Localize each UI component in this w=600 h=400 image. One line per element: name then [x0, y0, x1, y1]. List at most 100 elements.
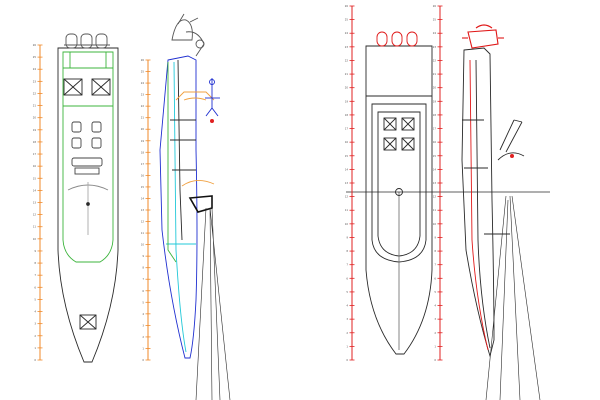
ruler-tick-label: 13 — [33, 201, 37, 205]
ruler-tick-label: 26 — [345, 4, 349, 8]
ruler-tick-label: 22 — [33, 91, 37, 95]
ruler-tick-label: 11 — [433, 208, 437, 212]
ruler-tick-label: 25 — [345, 18, 349, 22]
ruler-tick-label: 19 — [345, 99, 349, 103]
ruler-tick-label: 24 — [141, 81, 145, 85]
ruler-tick-label: 7 — [34, 273, 36, 277]
ruler-tick-label: 24 — [433, 31, 437, 35]
ruler-tick-label: 8 — [346, 249, 348, 253]
radar-arch-icon — [175, 91, 215, 187]
ruler-tick-label: 2 — [434, 331, 436, 335]
ruler-tick-label: 0 — [434, 358, 436, 362]
ruler-tick-label: 0 — [34, 358, 36, 362]
ruler-tick-label: 11 — [345, 208, 349, 212]
ruler-tick-label: 2 — [34, 334, 36, 338]
ruler-tick-label: 13 — [345, 181, 349, 185]
ruler-left-side: 2625242322212019181716151413121110987654… — [141, 58, 151, 362]
ruler-tick-label: 16 — [141, 173, 145, 177]
ruler-tick-label: 26 — [33, 43, 37, 47]
ruler-tick-label: 6 — [142, 289, 144, 293]
ruler-tick-label: 18 — [33, 140, 37, 144]
ruler-tick-label: 14 — [345, 167, 349, 171]
engine-icon — [376, 31, 418, 47]
ruler-right-side: 2625242322212019181716151413121110987654… — [433, 4, 443, 362]
ruler-tick-label: 2 — [142, 335, 144, 339]
ruler-tick-label: 8 — [34, 261, 36, 265]
hull-outline — [365, 45, 433, 355]
ruler-tick-label: 19 — [33, 128, 37, 132]
ruler-left-plan: 2625242322212019181716151413121110987654… — [33, 43, 43, 362]
radar-arch-icon — [497, 119, 525, 161]
ruler-tick-label: 3 — [346, 317, 348, 321]
ruler-tick-label: 20 — [141, 127, 145, 131]
ruler-tick-label: 16 — [345, 140, 349, 144]
ruler-tick-label: 5 — [346, 290, 348, 294]
ruler-tick-label: 11 — [141, 231, 145, 235]
ruler-tick-label: 21 — [345, 72, 349, 76]
ruler-tick-label: 25 — [33, 55, 37, 59]
ruler-tick-label: 15 — [33, 176, 37, 180]
ruler-tick-label: 0 — [142, 358, 144, 362]
ruler-tick-label: 22 — [345, 58, 349, 62]
ruler-tick-label: 6 — [346, 276, 348, 280]
ruler-tick-label: 19 — [141, 139, 145, 143]
ruler-tick-label: 12 — [345, 195, 349, 199]
ruler-tick-label: 21 — [433, 72, 437, 76]
figure-icon — [205, 78, 220, 117]
ruler-tick-label: 8 — [434, 249, 436, 253]
ruler-tick-label: 14 — [141, 196, 145, 200]
ruler-tick-label: 24 — [33, 67, 37, 71]
ruler-tick-label: 23 — [433, 45, 437, 49]
ruler-tick-label: 1 — [34, 346, 36, 350]
ruler-right-plan: 2625242322212019181716151413121110987654… — [345, 4, 355, 362]
ruler-tick-label: 10 — [433, 222, 437, 226]
ruler-tick-label: 15 — [433, 154, 437, 158]
ruler-tick-label: 1 — [142, 346, 144, 350]
ruler-tick-label: 12 — [141, 220, 145, 224]
ruler-tick-label: 3 — [34, 322, 36, 326]
ruler-tick-label: 13 — [141, 208, 145, 212]
ruler-tick-label: 4 — [142, 312, 144, 316]
ruler-tick-label: 18 — [345, 113, 349, 117]
ruler-tick-label: 24 — [345, 31, 349, 35]
waterline-cyan — [173, 61, 187, 353]
ruler-tick-label: 0 — [346, 358, 348, 362]
deck-profile-green — [167, 62, 177, 263]
ruler-tick-label: 23 — [141, 93, 145, 97]
ruler-tick-label: 22 — [141, 104, 145, 108]
marker-red — [210, 119, 214, 123]
ruler-tick-label: 14 — [33, 188, 37, 192]
ruler-tick-label: 12 — [33, 213, 37, 217]
ruler-tick-label: 7 — [142, 277, 144, 281]
ruler-tick-label: 23 — [33, 79, 37, 83]
hull-outline — [57, 47, 119, 363]
ruler-tick-label: 20 — [345, 86, 349, 90]
hatch-icon — [79, 314, 97, 330]
ruler-tick-label: 10 — [33, 237, 37, 241]
ruler-tick-label: 5 — [434, 290, 436, 294]
seat-icon — [71, 121, 103, 175]
ruler-tick-label: 13 — [433, 181, 437, 185]
ruler-tick-label: 3 — [142, 323, 144, 327]
ruler-tick-label: 21 — [33, 104, 37, 108]
scale-rulers: 2625242322212019181716151413121110987654… — [33, 4, 443, 362]
ruler-tick-label: 1 — [346, 344, 348, 348]
ruler-tick-label: 5 — [142, 300, 144, 304]
ruler-tick-label: 3 — [434, 317, 436, 321]
ruler-tick-label: 23 — [345, 45, 349, 49]
right-plan-view — [346, 31, 550, 355]
hatch-icon — [63, 78, 111, 96]
ruler-tick-label: 22 — [433, 58, 437, 62]
left-side-view — [159, 13, 231, 400]
ruler-tick-label: 18 — [433, 113, 437, 117]
hull-profile-blue — [159, 55, 198, 359]
ruler-tick-label: 17 — [33, 152, 37, 156]
ruler-tick-label: 5 — [34, 297, 36, 301]
hatch-icon — [383, 117, 415, 151]
ruler-tick-label: 17 — [433, 127, 437, 131]
right-side-view — [461, 24, 541, 400]
ruler-tick-label: 21 — [141, 116, 145, 120]
ruler-tick-label: 17 — [141, 162, 145, 166]
ruler-tick-label: 9 — [142, 254, 144, 258]
